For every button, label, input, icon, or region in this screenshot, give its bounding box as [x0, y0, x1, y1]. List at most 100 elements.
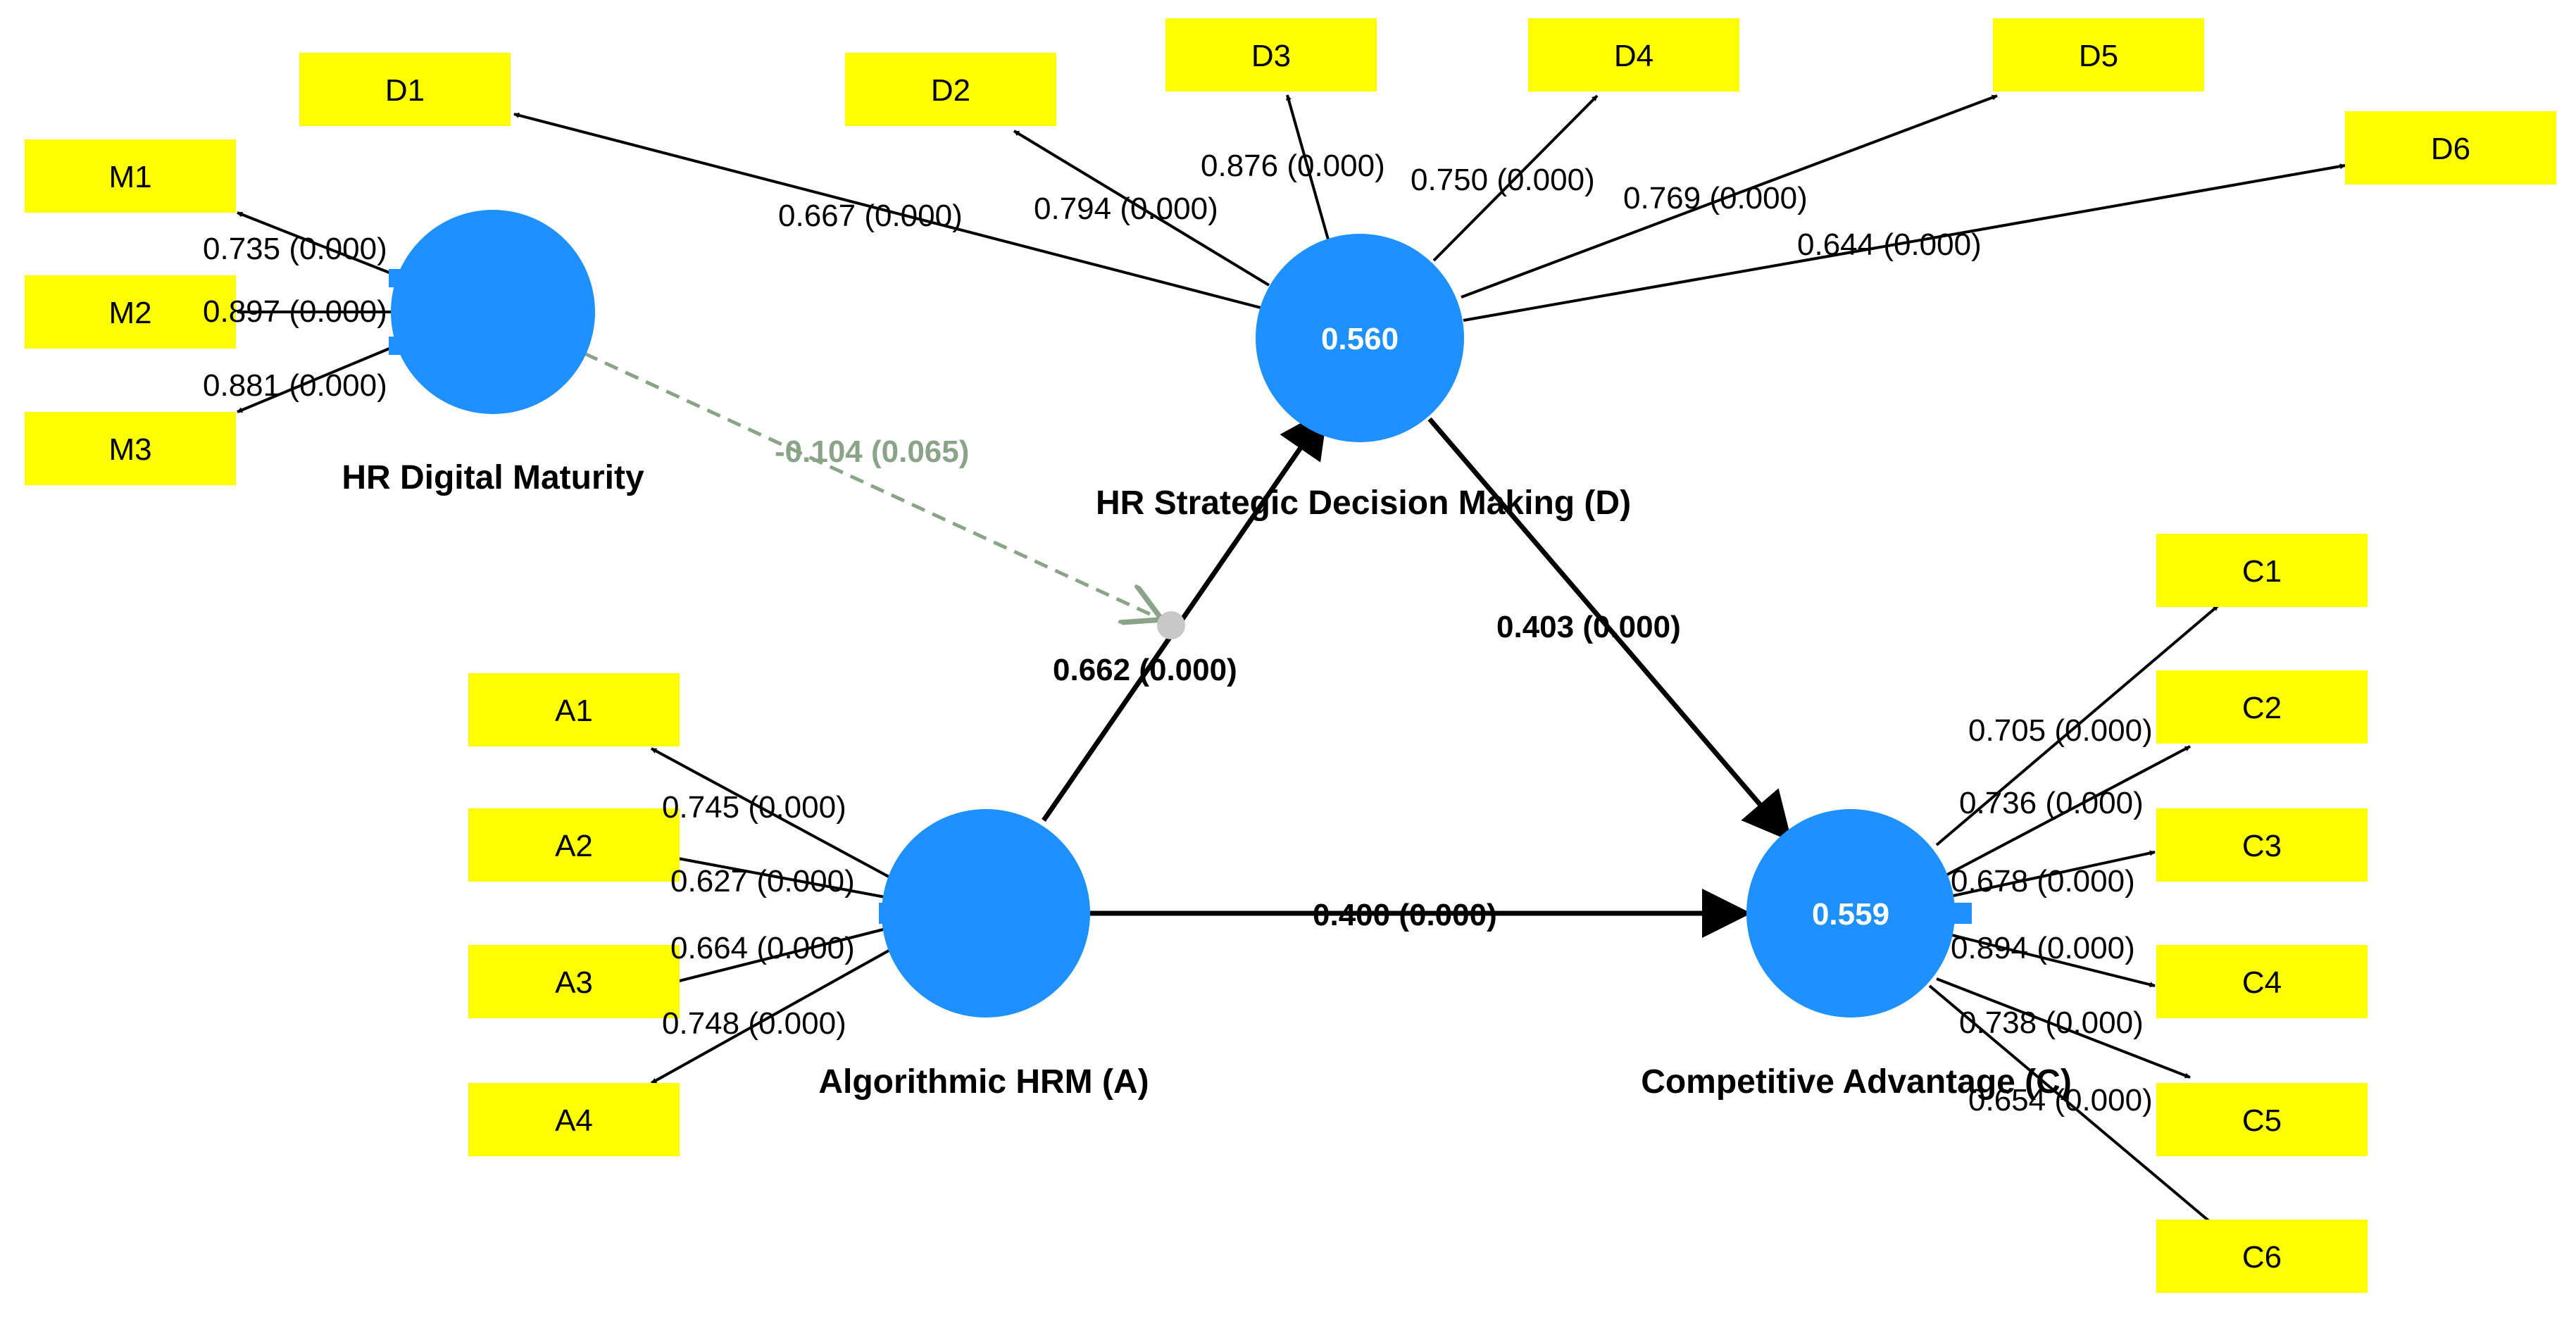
indicator-port — [1944, 903, 1972, 924]
loading-arrow-a1 — [651, 747, 889, 878]
indicators-a: A1 A2 A3 A4 — [468, 673, 680, 1156]
indicator-d4[interactable]: D4 — [1528, 18, 1739, 92]
loading-label-c3: 0.678 (0.000) — [1951, 864, 2135, 899]
svg-text:D5: D5 — [2079, 39, 2118, 73]
svg-text:A2: A2 — [555, 829, 593, 863]
loading-label-d3: 0.876 (0.000) — [1201, 149, 1385, 183]
loading-arrow-c4 — [1943, 932, 2156, 988]
loading-arrow-a4 — [651, 949, 889, 1084]
svg-text:A4: A4 — [555, 1103, 593, 1138]
indicator-m2[interactable]: M2 — [25, 275, 236, 349]
indicator-a1[interactable]: A1 — [468, 673, 680, 746]
loading-arrow-m1 — [237, 211, 395, 276]
indicator-c2[interactable]: C2 — [2156, 670, 2368, 744]
construct-name: HR Strategic Decision Making (D) — [1096, 484, 1631, 522]
indicator-d2[interactable]: D2 — [845, 53, 1056, 126]
indicator-c1[interactable]: C1 — [2156, 534, 2368, 607]
indicator-a3[interactable]: A3 — [468, 945, 680, 1018]
construct-algorithmic-hrm[interactable]: Algorithmic HRM (A) — [818, 809, 1149, 1101]
path-label-d-to-c: 0.403 (0.000) — [1496, 610, 1681, 644]
loading-label-c4: 0.894 (0.000) — [1951, 931, 2135, 965]
loading-arrow-c2 — [1936, 745, 2191, 882]
svg-text:M1: M1 — [108, 160, 151, 194]
indicator-port — [389, 269, 432, 287]
loading-arrow-d1 — [513, 112, 1270, 311]
r-squared-value: 0.560 — [1321, 322, 1399, 356]
loading-arrow-d5 — [1461, 94, 1998, 299]
loading-label-d5: 0.769 (0.000) — [1623, 181, 1808, 215]
loading-label-a4: 0.748 (0.000) — [662, 1006, 846, 1041]
loading-arrow-c3 — [1943, 850, 2156, 899]
indicators-c: C1 C2 C3 C4 C5 C6 — [2156, 534, 2368, 1293]
svg-text:C2: C2 — [2242, 691, 2282, 725]
loading-arrow-d6 — [1463, 163, 2346, 322]
construct-circle — [1256, 234, 1464, 442]
loading-label-m2: 0.897 (0.000) — [203, 294, 387, 329]
structural-paths — [583, 351, 1792, 938]
svg-text:D3: D3 — [1251, 39, 1291, 73]
moderation-dot — [1157, 611, 1185, 639]
path-label-moderation: -0.104 (0.065) — [775, 434, 969, 469]
svg-text:C3: C3 — [2242, 829, 2282, 863]
svg-text:A1: A1 — [555, 694, 593, 728]
svg-text:C1: C1 — [2242, 554, 2282, 589]
construct-circle — [1746, 809, 1955, 1018]
construct-circle — [391, 210, 595, 414]
svg-text:C6: C6 — [2242, 1240, 2282, 1275]
loading-label-d6: 0.644 (0.000) — [1797, 227, 1982, 262]
loading-label-d2: 0.794 (0.000) — [1034, 192, 1218, 226]
indicator-c6[interactable]: C6 — [2156, 1220, 2368, 1293]
indicator-d5[interactable]: D5 — [1993, 18, 2204, 92]
svg-text:D1: D1 — [385, 73, 425, 108]
construct-name: Algorithmic HRM (A) — [818, 1063, 1149, 1101]
indicator-d6[interactable]: D6 — [2345, 111, 2556, 184]
construct-name: HR Digital Maturity — [342, 459, 644, 496]
loading-label-d4: 0.750 (0.000) — [1411, 163, 1595, 197]
loading-label-c6: 0.654 (0.000) — [1968, 1083, 2153, 1117]
path-arrow-d-to-c — [1427, 417, 1792, 842]
loading-arrow-d4 — [1432, 94, 1599, 262]
svg-text:C4: C4 — [2242, 965, 2282, 1000]
svg-text:D4: D4 — [1614, 39, 1653, 73]
indicator-port — [389, 337, 432, 355]
indicator-d1[interactable]: D1 — [299, 53, 511, 126]
loading-arrow-m3 — [237, 345, 395, 413]
indicator-a4[interactable]: A4 — [468, 1083, 680, 1156]
construct-name: Competitive Advantage (C) — [1641, 1063, 2072, 1101]
indicator-m1[interactable]: M1 — [25, 139, 236, 213]
svg-text:C5: C5 — [2242, 1103, 2282, 1138]
path-label-a-to-c: 0.400 (0.000) — [1313, 898, 1497, 932]
indicators-m: M1 M2 M3 — [25, 139, 236, 485]
construct-hr-digital-maturity[interactable]: HR Digital Maturity — [342, 210, 644, 496]
svg-text:D6: D6 — [2431, 132, 2470, 166]
svg-text:M2: M2 — [108, 296, 151, 330]
r-squared-value: 0.559 — [1812, 897, 1889, 932]
loading-label-m1: 0.735 (0.000) — [203, 232, 387, 266]
indicator-d3[interactable]: D3 — [1165, 18, 1377, 92]
measurement-arrows — [237, 94, 2346, 1230]
loading-label-c1: 0.705 (0.000) — [1968, 713, 2153, 748]
loading-labels: 0.667 (0.000) 0.794 (0.000) 0.876 (0.000… — [203, 149, 2153, 1117]
loading-label-d1: 0.667 (0.000) — [778, 199, 963, 233]
loading-arrow-c5 — [1936, 977, 2191, 1079]
loading-arrow-a2 — [651, 851, 889, 899]
loading-label-a2: 0.627 (0.000) — [670, 864, 855, 899]
indicator-a2[interactable]: A2 — [468, 808, 680, 882]
indicator-m3[interactable]: M3 — [25, 412, 236, 485]
indicators-d: D1 D2 D3 D4 D5 D6 — [299, 18, 2556, 184]
loading-label-c2: 0.736 (0.000) — [1959, 786, 2144, 820]
indicator-c4[interactable]: C4 — [2156, 945, 2368, 1018]
construct-competitive-advantage[interactable]: 0.559 Competitive Advantage (C) — [1641, 809, 2072, 1101]
moderation-arrow — [583, 351, 1162, 620]
loading-arrow-d2 — [1013, 130, 1270, 287]
path-arrow-a-to-d — [1042, 408, 1328, 822]
path-label-a-to-d: 0.662 (0.000) — [1053, 653, 1237, 687]
loading-arrow-c6 — [1928, 984, 2220, 1230]
indicator-c5[interactable]: C5 — [2156, 1083, 2368, 1156]
construct-hr-strategic-decision-making[interactable]: 0.560 HR Strategic Decision Making (D) — [1096, 234, 1631, 522]
loading-arrow-c1 — [1935, 604, 2220, 846]
indicator-c3[interactable]: C3 — [2156, 808, 2368, 882]
loading-label-m3: 0.881 (0.000) — [203, 368, 387, 403]
construct-circle — [882, 809, 1090, 1018]
